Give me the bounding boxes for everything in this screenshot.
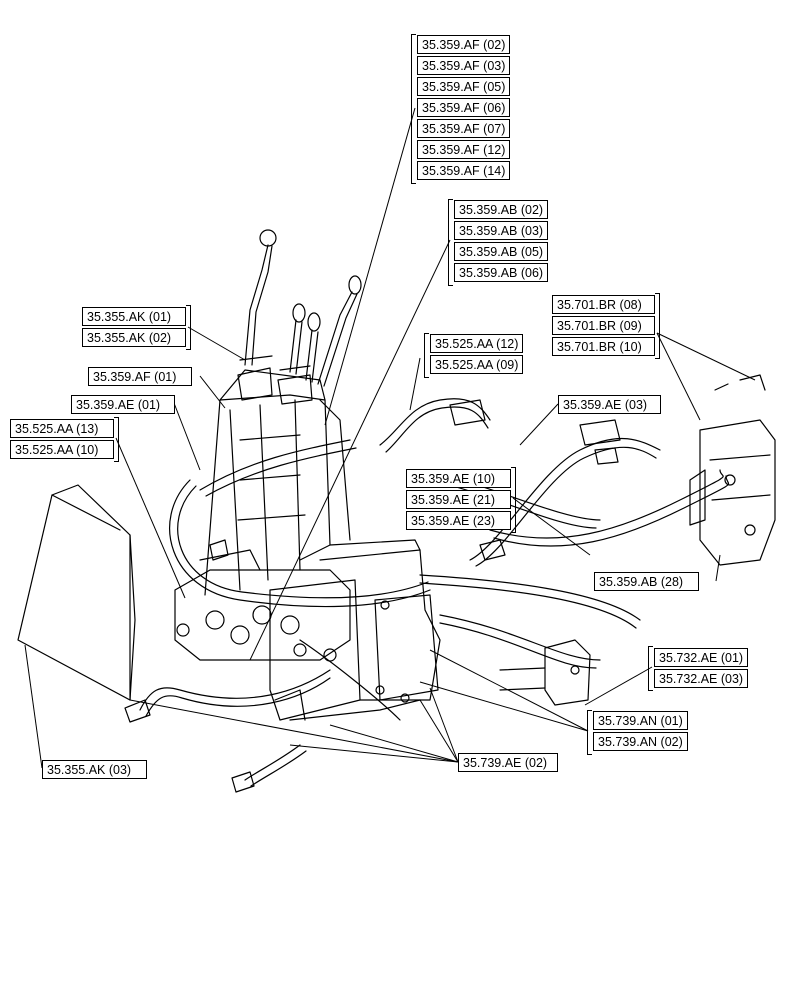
- callout-ae-03[interactable]: 35.359.AE (03): [558, 395, 661, 414]
- callout-af-02[interactable]: 35.359.AF (02): [417, 35, 511, 54]
- callout-af-03[interactable]: 35.359.AF (03): [417, 56, 511, 75]
- callout-af-14[interactable]: 35.359.AF (14): [417, 161, 511, 180]
- callout-br-10[interactable]: 35.701.BR (10): [552, 337, 655, 356]
- callout-an-02[interactable]: 35.739.AN (02): [593, 732, 688, 751]
- mounting-frame: [289, 539, 441, 721]
- ak-bracket: [186, 305, 191, 350]
- callout-aa-13[interactable]: 35.525.AA (13): [10, 419, 114, 438]
- main-valve-block: [174, 549, 361, 721]
- callout-br-08[interactable]: 35.701.BR (08): [552, 295, 655, 314]
- relief-valve-block: [499, 639, 591, 706]
- callout-ae-23[interactable]: 35.359.AE (23): [406, 511, 511, 530]
- callout-739-ae-02[interactable]: 35.739.AE (02): [458, 753, 558, 772]
- callout-af-05[interactable]: 35.359.AF (05): [417, 77, 511, 96]
- ae-732-bracket: [648, 646, 653, 691]
- callout-br-09[interactable]: 35.701.BR (09): [552, 316, 655, 335]
- callout-aa-10[interactable]: 35.525.AA (10): [10, 440, 114, 459]
- callout-af-12[interactable]: 35.359.AF (12): [417, 140, 511, 159]
- callout-an-01[interactable]: 35.739.AN (01): [593, 711, 688, 730]
- callout-ae-10[interactable]: 35.359.AE (10): [406, 469, 511, 488]
- pilot-valve-block: [689, 374, 776, 566]
- callout-ab-05[interactable]: 35.359.AB (05): [454, 242, 549, 261]
- br-bracket: [655, 293, 660, 359]
- ae-bracket: [511, 467, 516, 533]
- callout-ak-03[interactable]: 35.355.AK (03): [42, 760, 147, 779]
- hydraulic-hoses: [139, 398, 730, 787]
- callout-ab-28[interactable]: 35.359.AB (28): [594, 572, 699, 591]
- callout-ak-01[interactable]: 35.355.AK (01): [82, 307, 186, 326]
- callout-732-ae-03[interactable]: 35.732.AE (03): [654, 669, 749, 688]
- an-bracket: [587, 710, 592, 755]
- callout-af-07[interactable]: 35.359.AF (07): [417, 119, 511, 138]
- callout-ab-06[interactable]: 35.359.AB (06): [454, 263, 549, 282]
- hose-fittings: [124, 399, 621, 793]
- af-bracket: [411, 34, 416, 184]
- callout-af-06[interactable]: 35.359.AF (06): [417, 98, 511, 117]
- aa-right-bracket: [424, 333, 429, 378]
- callout-aa-09[interactable]: 35.525.AA (09): [430, 355, 524, 374]
- callout-ab-02[interactable]: 35.359.AB (02): [454, 200, 549, 219]
- callout-ab-03[interactable]: 35.359.AB (03): [454, 221, 549, 240]
- callout-732-ae-01[interactable]: 35.732.AE (01): [654, 648, 749, 667]
- leader-lines: [24, 107, 756, 769]
- callout-ae-01[interactable]: 35.359.AE (01): [71, 395, 175, 414]
- aa-left-bracket: [114, 417, 119, 462]
- shield-guard: [17, 484, 136, 701]
- ab-bracket: [448, 199, 453, 286]
- callout-af-01[interactable]: 35.359.AF (01): [88, 367, 192, 386]
- callout-aa-12[interactable]: 35.525.AA (12): [430, 334, 524, 353]
- callout-ae-21[interactable]: 35.359.AE (21): [406, 490, 511, 509]
- control-tower: [204, 369, 351, 596]
- control-levers: [237, 229, 362, 405]
- callout-ak-02[interactable]: 35.355.AK (02): [82, 328, 186, 347]
